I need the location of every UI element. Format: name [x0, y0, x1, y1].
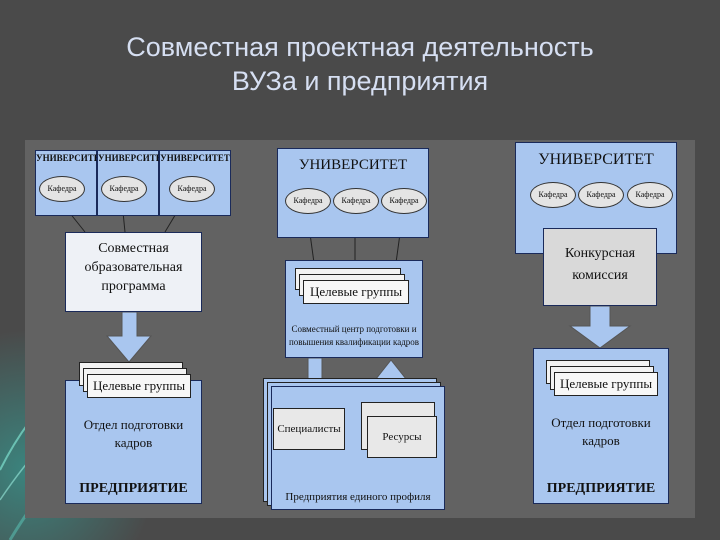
joint-program-box: Совместная образовательная программа	[65, 232, 202, 312]
joint-program-line-3: программа	[101, 279, 166, 294]
university-label: УНИВЕРСИТЕТ	[36, 153, 106, 163]
enterprise-label: ПРЕДПРИЯТИЕ	[546, 481, 656, 496]
training-dept-line-1: Отдел подготовки	[551, 415, 651, 430]
title-line-2: ВУЗа и предприятия	[231, 66, 489, 96]
competition-commission-box: Конкурсная комиссия	[543, 228, 657, 306]
slide-title: Совместная проектная деятельность ВУЗа и…	[0, 30, 720, 98]
training-dept-left: Отдел подготовки кадров	[65, 416, 202, 452]
university-label: УНИВЕРСИТЕТ	[538, 151, 654, 168]
target-groups-box-right: Целевые группы	[554, 372, 658, 396]
department-node: Кафедра	[39, 176, 85, 202]
department-node: Кафедра	[333, 188, 379, 214]
joint-center-line-1: Совместный центр подготовки и	[291, 324, 417, 334]
university-label: УНИВЕРСИТЕТ	[298, 157, 408, 173]
title-line-1: Совместная проектная деятельность	[126, 32, 594, 62]
university-label: УНИВЕРСИТЕТ	[98, 153, 168, 163]
department-node: Кафедра	[627, 182, 673, 208]
department-node: Кафедра	[169, 176, 215, 202]
specialists-box: Специалисты	[273, 408, 345, 450]
enterprise-box-left: ПРЕДПРИЯТИЕ	[65, 380, 202, 504]
department-node: Кафедра	[285, 188, 331, 214]
joint-program-line-2: образовательная	[84, 260, 183, 275]
joint-center-line-2: повышения квалификации кадров	[288, 337, 420, 347]
department-node: Кафедра	[578, 182, 624, 208]
target-groups-box-left: Целевые группы	[87, 374, 191, 398]
resources-box: Ресурсы	[367, 416, 437, 458]
enterprise-label: ПРЕДПРИЯТИЕ	[79, 481, 188, 496]
joint-center-label: Совместный центр подготовки и повышения …	[286, 323, 422, 349]
training-dept-line-2: кадров	[114, 435, 153, 450]
training-dept-line-1: Отдел подготовки	[83, 417, 184, 432]
joint-program-line-1: Совместная	[98, 241, 169, 256]
commission-line-2: комиссия	[572, 268, 628, 283]
department-node: Кафедра	[381, 188, 427, 214]
department-node: Кафедра	[530, 182, 576, 208]
commission-line-1: Конкурсная	[564, 246, 636, 261]
university-label: УНИВЕРСИТЕТ	[160, 153, 230, 163]
diagram-panel: УНИВЕРСИТЕТ УНИВЕРСИТЕТ УНИВЕРСИТЕТ Кафе…	[25, 140, 695, 518]
target-groups-box-middle: Целевые группы	[303, 280, 409, 304]
department-node: Кафедра	[101, 176, 147, 202]
training-dept-right: Отдел подготовки кадров	[533, 414, 669, 450]
profile-enterprises-label: Предприятия единого профиля	[285, 491, 431, 503]
training-dept-line-2: кадров	[582, 433, 620, 448]
